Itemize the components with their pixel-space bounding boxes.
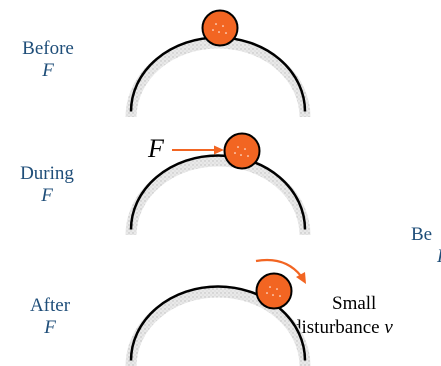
force-arrow <box>172 145 224 155</box>
force-label: F <box>147 134 165 163</box>
disturbance-symbol: ν <box>384 317 393 338</box>
surface-before <box>125 36 311 118</box>
disturbance-label: Small disturbance ν <box>292 293 441 339</box>
disturbance-label-line2: disturbance <box>292 317 380 338</box>
surface-after <box>125 285 311 366</box>
stage-label-after: After F <box>18 295 82 339</box>
ball-before <box>201 9 239 47</box>
cut-off-label-line1: Be <box>411 224 433 245</box>
cut-off-label-line2: F <box>411 246 441 268</box>
ball-during <box>223 132 261 170</box>
stage-label-before-text: Before <box>22 38 74 59</box>
disturbance-arrow <box>255 258 306 284</box>
stage-label-before-force: F <box>42 60 54 81</box>
stage-label-after-force: F <box>44 317 56 338</box>
stage-label-during-text: During <box>20 163 74 184</box>
disturbance-label-line2-wrap: disturbance ν <box>292 317 441 339</box>
stage-label-before: Before F <box>16 38 80 82</box>
surface-during <box>125 154 311 236</box>
stage-label-during: During F <box>12 163 82 207</box>
ball-after <box>255 272 293 310</box>
cut-off-label: Be F <box>411 224 441 268</box>
stage-label-during-force: F <box>41 185 53 206</box>
disturbance-label-line1: Small <box>332 293 377 314</box>
stage-label-after-text: After <box>29 295 71 316</box>
